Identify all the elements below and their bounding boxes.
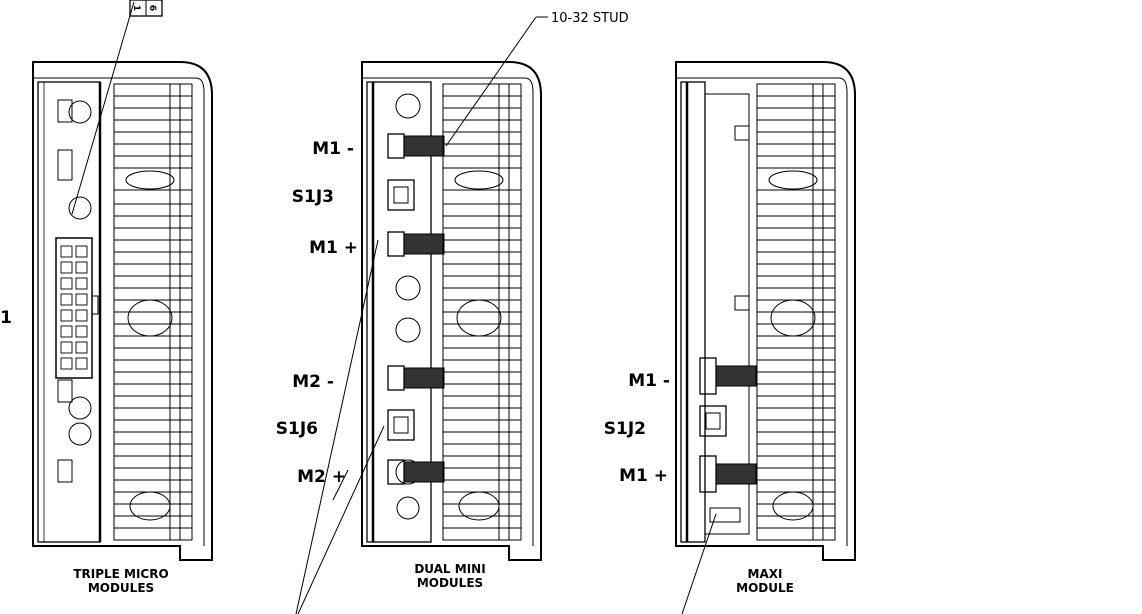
dual-mini-caption-line2: MODULES [417, 576, 483, 590]
maxi-stud-m1-minus [699, 357, 757, 395]
mini-s1j3-label: S1J3 [292, 187, 334, 207]
mini-s1j6-label: S1J6 [276, 419, 318, 439]
heatsink-fins [442, 83, 522, 541]
dual-mini-caption-line1: DUAL MINI [414, 562, 485, 576]
j1-connector [55, 237, 99, 379]
s1j6-connector [387, 409, 415, 441]
mini-m1-minus-label: M1 - [312, 139, 354, 159]
maxi-module-unit: M1 - S1J2 M1 + MAXI MODULE [604, 61, 856, 614]
stud-m1-minus [387, 133, 445, 159]
pin-number-callout: 1 6 [129, 0, 163, 17]
maxi-m1-minus-label: M1 - [628, 371, 670, 391]
j1-label: J1 [0, 308, 12, 328]
maxi-s1j2-label: S1J2 [604, 419, 646, 439]
stud-m2-plus [387, 459, 445, 485]
triple-micro-caption-line1: TRIPLE MICRO [73, 567, 168, 581]
dual-mini-module-unit: 10-32 STUD M1 - S1J3 M1 + M2 - S1J6 M2 +… [276, 11, 629, 614]
stud-m1-plus [387, 231, 445, 257]
stud-m2-minus [387, 365, 445, 391]
s1j2-connector [699, 405, 727, 437]
stud-callout-label: 10-32 STUD [551, 11, 629, 26]
maxi-module-board [680, 81, 706, 543]
mini-m2-plus-label: M2 + [297, 467, 346, 487]
s1j3-connector [387, 179, 415, 211]
heatsink-fins [113, 83, 193, 541]
maxi-caption-line2: MODULE [736, 581, 794, 595]
heatsink-fins [756, 83, 836, 541]
triple-micro-caption-line2: MODULES [88, 581, 154, 595]
pin-number-1: 1 [131, 5, 141, 11]
pin-number-6: 6 [147, 5, 157, 11]
triple-micro-module-unit: J1 TRIPLE MICRO MODULES [0, 1, 213, 595]
mini-m1-plus-label: M1 + [309, 238, 358, 258]
mini-m2-minus-label: M2 - [292, 372, 334, 392]
maxi-caption-line1: MAXI [748, 567, 783, 581]
maxi-m1-plus-label: M1 + [619, 466, 668, 486]
maxi-baseplate [704, 93, 750, 535]
maxi-stud-m1-plus [699, 455, 757, 493]
